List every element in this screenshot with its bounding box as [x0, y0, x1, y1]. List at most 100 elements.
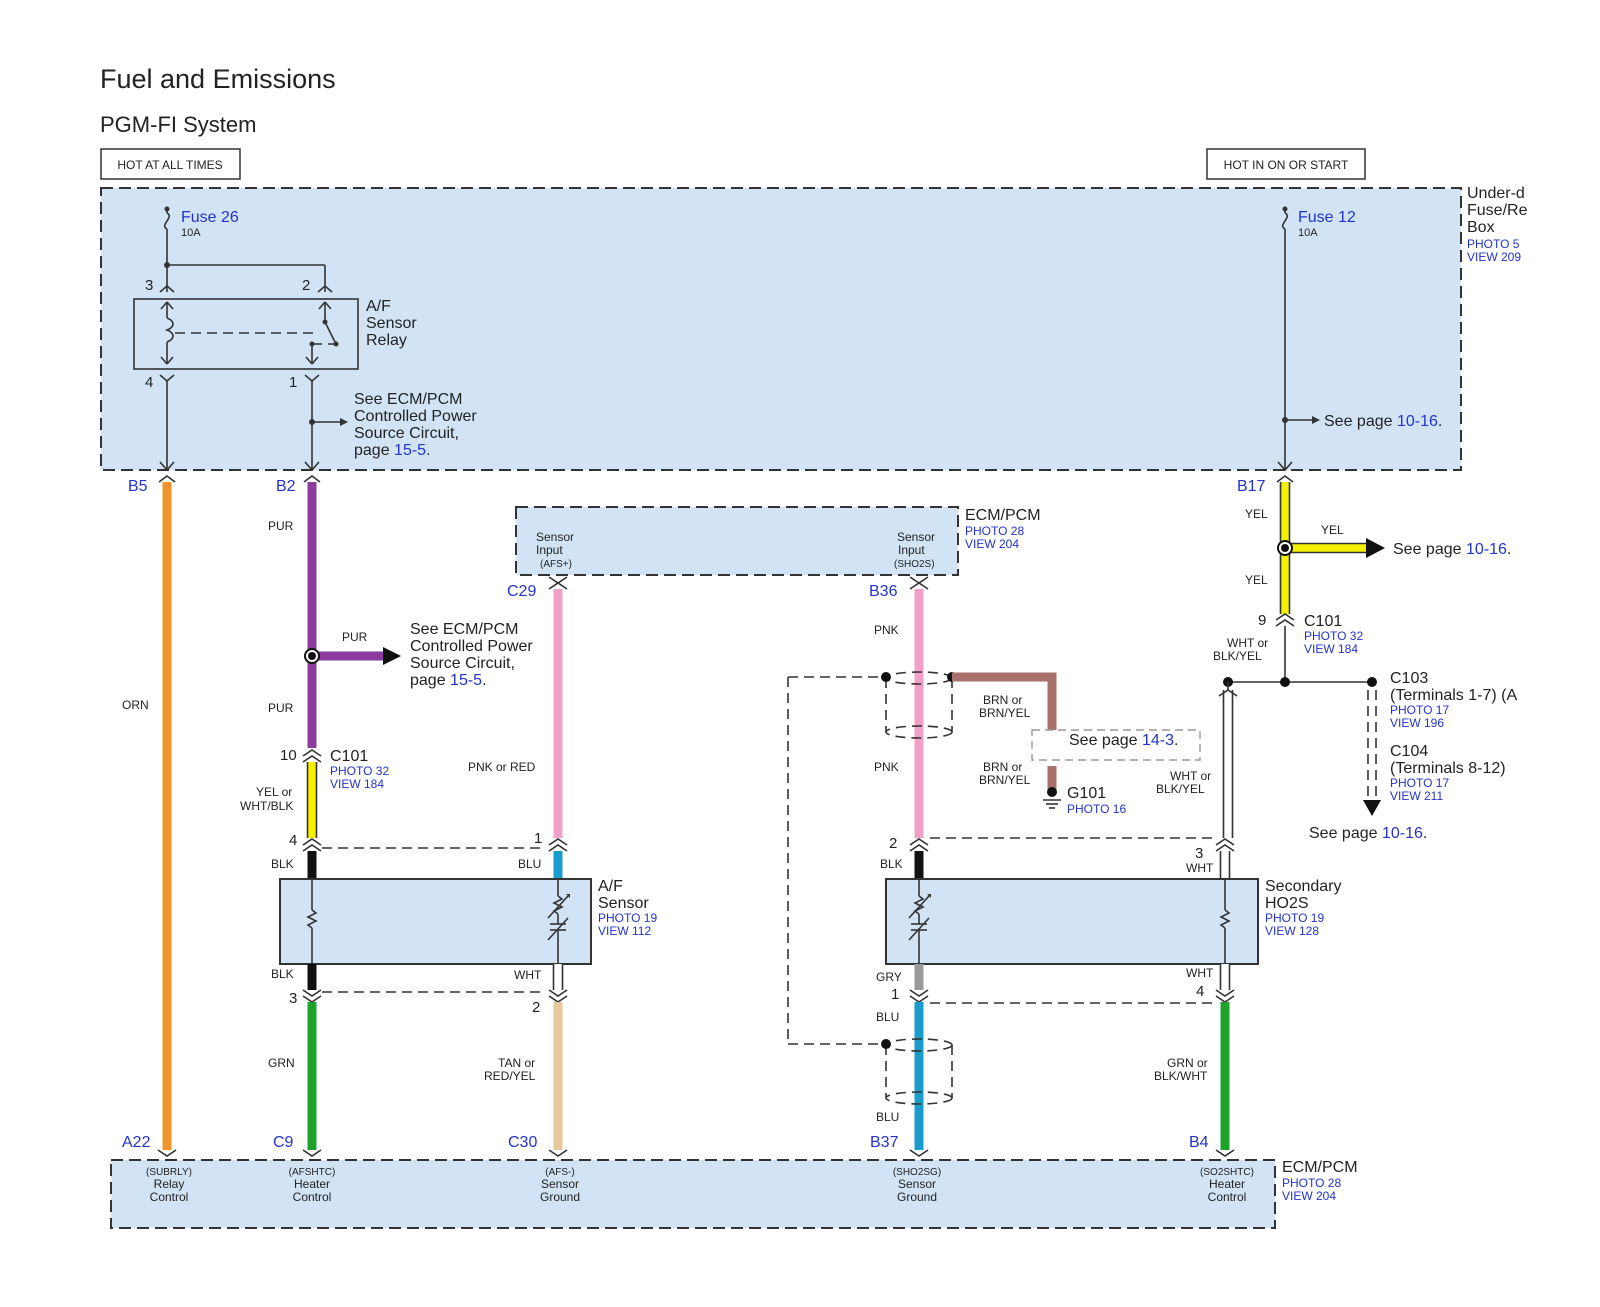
see-ecm-power-source-mid: See ECM/PCM Controlled Power Source Circ…: [410, 621, 533, 689]
fuse-26-rating: 10A: [181, 227, 201, 239]
fuse-26: Fuse 26 10A: [163, 206, 239, 268]
terminal-b2[interactable]: B2: [276, 478, 296, 495]
wire-label-pur-2: PUR: [268, 701, 294, 715]
svg-text:Ground: Ground: [897, 1190, 937, 1204]
svg-text:Ground: Ground: [540, 1190, 580, 1204]
fuse-12: Fuse 12 10A See page 10-16.: [1281, 206, 1442, 470]
svg-text:(SUBRLY): (SUBRLY): [146, 1167, 192, 1178]
g101-photo-link[interactable]: PHOTO 16: [1067, 802, 1126, 816]
fuse-box-view-link[interactable]: VIEW 209: [1467, 250, 1521, 264]
terminal-b37[interactable]: B37: [870, 1134, 899, 1151]
c104-view-link[interactable]: VIEW 211: [1390, 789, 1443, 803]
svg-text:Input: Input: [898, 543, 925, 557]
terminal-b36[interactable]: B36: [869, 583, 898, 600]
ecm-bottom-terminals: [157, 1149, 1235, 1157]
svg-text:Input: Input: [536, 543, 563, 557]
svg-text:BRN/YEL: BRN/YEL: [979, 773, 1031, 787]
wire-label-pur-branch: PUR: [342, 630, 368, 644]
fuse-box-terminals: [158, 461, 1294, 483]
svg-text:HOT AT ALL TIMES: HOT AT ALL TIMES: [117, 158, 222, 172]
ho2s-pin-3: 3: [1195, 845, 1203, 862]
c104-photo-link[interactable]: PHOTO 17: [1390, 776, 1449, 790]
see-page-10-16-top: See page 10-16.: [1324, 413, 1442, 430]
af-sensor: [279, 838, 592, 1003]
wire-label-blk-ho2s: BLK: [880, 857, 903, 871]
svg-text:BLK/WHT: BLK/WHT: [1154, 1069, 1208, 1083]
page-14-3-link[interactable]: 14-3: [1142, 732, 1174, 749]
c103-view-link[interactable]: VIEW 196: [1390, 716, 1444, 730]
terminal-c29[interactable]: C29: [507, 583, 536, 600]
terminal-c30[interactable]: C30: [508, 1134, 537, 1151]
terminal-b5[interactable]: B5: [128, 478, 148, 495]
terminal-a22[interactable]: A22: [122, 1134, 151, 1151]
af-sensor-view-link[interactable]: VIEW 112: [598, 924, 651, 938]
ecm-top-right-input: Sensor: [897, 530, 935, 544]
wire-label-pnk-1: PNK: [874, 623, 899, 637]
connector-c101-right: [1218, 613, 1381, 838]
ecm-pcm-top-box: [515, 506, 959, 576]
svg-text:page 15-5.: page 15-5.: [410, 672, 487, 689]
page-10-16-link-top[interactable]: 10-16: [1397, 413, 1438, 430]
svg-text:Source Circuit,: Source Circuit,: [410, 655, 515, 672]
svg-text:See ECM/PCM: See ECM/PCM: [410, 621, 518, 638]
fuse-box-photo-link[interactable]: PHOTO 5: [1467, 237, 1520, 251]
wire-yel-right: [1277, 482, 1385, 614]
svg-text:Controlled Power: Controlled Power: [410, 638, 533, 655]
wire-label-tan: TAN or: [498, 1056, 535, 1070]
ecm-bottom-name: ECM/PCM: [1282, 1159, 1358, 1176]
page-10-16-link-mid[interactable]: 10-16: [1466, 541, 1507, 558]
c101-right-photo-link[interactable]: PHOTO 32: [1304, 629, 1363, 643]
svg-text:Control: Control: [150, 1190, 189, 1204]
terminal-c9[interactable]: C9: [273, 1134, 294, 1151]
svg-text:Control: Control: [293, 1190, 332, 1204]
ho2s-photo-link[interactable]: PHOTO 19: [1265, 911, 1324, 925]
svg-text:Sensor: Sensor: [366, 315, 417, 332]
fuse-12-label[interactable]: Fuse 12: [1298, 209, 1356, 226]
page-title: Fuel and Emissions: [100, 64, 336, 94]
svg-text:Controlled Power: Controlled Power: [354, 408, 477, 425]
c101-right-pin: 9: [1258, 612, 1266, 629]
ecm-bottom-view-link[interactable]: VIEW 204: [1282, 1189, 1336, 1203]
wire-label-blu-2: BLU: [876, 1110, 899, 1124]
wire-label-wht-blkyel-2: WHT or: [1170, 769, 1211, 783]
terminal-b4[interactable]: B4: [1189, 1134, 1209, 1151]
page-15-5-link-top[interactable]: 15-5: [394, 442, 426, 459]
fuse-26-label[interactable]: Fuse 26: [181, 209, 239, 226]
wire-label-pnk-or-red: PNK or RED: [468, 760, 536, 774]
terminal-b17[interactable]: B17: [1237, 478, 1266, 495]
c103-photo-link[interactable]: PHOTO 17: [1390, 703, 1449, 717]
ecm-bottom-photo-link[interactable]: PHOTO 28: [1282, 1176, 1341, 1190]
page-10-16-link-bottom[interactable]: 10-16: [1382, 825, 1423, 842]
page-15-5-link-mid[interactable]: 15-5: [450, 672, 482, 689]
page-subtitle: PGM-FI System: [100, 112, 256, 137]
wire-label-wht-blkyel-1: WHT or: [1227, 636, 1268, 650]
c101-left-photo-link[interactable]: PHOTO 32: [330, 764, 389, 778]
svg-text:BLK/YEL: BLK/YEL: [1213, 649, 1262, 663]
wire-label-blk-bottom: BLK: [271, 967, 294, 981]
c101-left-pin: 10: [280, 747, 297, 764]
ecm-top-photo-link[interactable]: PHOTO 28: [965, 524, 1024, 538]
c101-left-view-link[interactable]: VIEW 184: [330, 777, 384, 791]
wire-label-orn: ORN: [122, 698, 149, 712]
relay-pin-2: 2: [302, 277, 310, 294]
svg-text:BRN/YEL: BRN/YEL: [979, 706, 1031, 720]
c101-right-view-link[interactable]: VIEW 184: [1304, 642, 1358, 656]
ecm-top-view-link[interactable]: VIEW 204: [965, 537, 1019, 551]
see-page-10-16-mid: See page 10-16.: [1393, 541, 1511, 558]
svg-text:Under-d: Under-d: [1467, 185, 1525, 202]
see-page-10-16-bottom: See page 10-16.: [1309, 825, 1427, 842]
connector-c103: C103: [1390, 670, 1428, 687]
ho2s-view-link[interactable]: VIEW 128: [1265, 924, 1319, 938]
see-page-14-3: See page 14-3.: [1069, 732, 1178, 749]
svg-text:(AFS+): (AFS+): [540, 559, 572, 570]
wire-label-yel-2: YEL: [1245, 573, 1268, 587]
secondary-ho2s: [885, 837, 1259, 1004]
svg-text:HOT IN ON OR START: HOT IN ON OR START: [1224, 158, 1349, 172]
af-sensor-photo-link[interactable]: PHOTO 19: [598, 911, 657, 925]
svg-text:Fuse/Re: Fuse/Re: [1467, 202, 1528, 219]
wire-label-wht-af: WHT: [514, 968, 542, 982]
see-ecm-power-source-top: See ECM/PCM Controlled Power Source Circ…: [354, 391, 477, 459]
svg-text:page 15-5.: page 15-5.: [354, 442, 431, 459]
svg-text:Sensor: Sensor: [598, 895, 649, 912]
svg-text:(AFSHTC): (AFSHTC): [289, 1167, 336, 1178]
